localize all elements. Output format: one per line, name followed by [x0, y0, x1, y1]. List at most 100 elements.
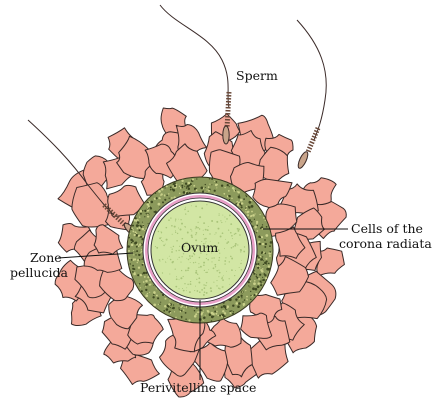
- zona-speck: [148, 291, 151, 293]
- zona-speck: [136, 259, 140, 262]
- zona-speck: [139, 287, 142, 289]
- label-ovum: Ovum: [181, 240, 218, 255]
- zona-speck: [260, 284, 263, 287]
- zona-speck: [246, 211, 249, 214]
- ovum-speck: [231, 257, 234, 260]
- ovum-speck: [234, 275, 236, 277]
- ovum-speck: [195, 239, 198, 242]
- ovum-speck: [205, 291, 208, 294]
- zona-speck: [248, 206, 251, 209]
- ovum-speck: [191, 230, 193, 232]
- zona-speck: [142, 281, 145, 283]
- ovum-speck: [212, 267, 215, 270]
- ovum-speck: [205, 237, 207, 240]
- ovum-speck: [171, 225, 173, 227]
- zona-speck: [262, 278, 265, 282]
- zona-speck: [181, 179, 184, 183]
- zona-speck: [160, 194, 162, 196]
- ovum-speck: [172, 245, 175, 248]
- ovum-speck: [216, 285, 218, 287]
- zona-speck: [137, 245, 140, 248]
- ovum-speck: [187, 210, 189, 212]
- zona-speck: [159, 303, 161, 305]
- ovum-speck: [192, 262, 195, 264]
- ovum-speck: [196, 290, 199, 292]
- zona-speck: [138, 253, 141, 257]
- ovum-speck: [203, 261, 206, 264]
- ovum-speck: [180, 277, 183, 280]
- ovum-speck: [231, 269, 233, 271]
- ovum-speck: [176, 232, 179, 235]
- zona-speck: [241, 297, 243, 299]
- zona-speck: [133, 272, 136, 276]
- ovum-speck: [228, 261, 231, 263]
- zona-speck: [158, 190, 161, 193]
- zona-speck: [252, 214, 255, 217]
- ovum-speck: [243, 250, 246, 253]
- zona-speck: [195, 189, 198, 192]
- ovum-speck: [213, 281, 215, 283]
- zona-speck: [250, 298, 252, 300]
- ovum-speck: [174, 268, 176, 270]
- zona-speck: [182, 191, 186, 194]
- zona-speck: [245, 195, 248, 198]
- ovum-speck: [233, 233, 236, 235]
- zona-speck: [228, 186, 230, 188]
- zona-speck: [181, 186, 184, 189]
- ovum-speck: [181, 256, 183, 258]
- zona-speck: [196, 307, 198, 310]
- ovum-speck: [216, 245, 218, 248]
- zona-speck: [265, 263, 268, 265]
- ovum-speck: [225, 270, 227, 272]
- zona-speck: [203, 316, 206, 320]
- zona-speck: [133, 219, 137, 222]
- zona-speck: [256, 224, 259, 227]
- zona-speck: [173, 184, 177, 188]
- ovum-speck: [207, 225, 209, 228]
- zona-speck: [255, 275, 258, 278]
- ovum-speck: [240, 262, 242, 265]
- zona-speck: [245, 289, 247, 292]
- ovum-speck: [171, 233, 173, 235]
- corona-cell: [120, 354, 160, 385]
- zona-speck: [223, 192, 226, 195]
- zona-speck: [196, 178, 198, 180]
- zona-speck: [200, 186, 204, 190]
- zona-speck: [181, 317, 183, 319]
- zona-speck: [269, 241, 273, 244]
- zona-speck: [166, 305, 170, 308]
- zona-speck: [145, 279, 148, 283]
- zona-speck: [242, 302, 246, 306]
- zona-speck: [202, 311, 204, 313]
- zona-speck: [168, 303, 171, 306]
- ovum-speck: [198, 291, 201, 294]
- zona-speck: [140, 251, 142, 253]
- zona-speck: [241, 291, 244, 293]
- corona-cell: [99, 266, 135, 302]
- ovum-speck: [190, 228, 192, 231]
- ovum-speck: [184, 241, 187, 244]
- ovum-speck: [218, 257, 221, 259]
- zona-speck: [196, 311, 199, 313]
- ovum-speck: [230, 231, 232, 234]
- ovum-speck: [201, 207, 204, 210]
- zona-speck: [129, 233, 131, 235]
- ovum-speck: [184, 226, 186, 228]
- zona-speck: [261, 236, 264, 239]
- zona-speck: [164, 304, 167, 308]
- label-perivitelline-space: Perivitelline space: [140, 380, 256, 395]
- zona-speck: [207, 189, 211, 192]
- ovum-speck: [179, 228, 182, 231]
- ovum-speck: [186, 287, 188, 289]
- zona-speck: [160, 188, 164, 191]
- zona-speck: [133, 268, 136, 271]
- zona-speck: [157, 297, 160, 300]
- ovum-speck: [192, 252, 195, 255]
- ovum-speck: [212, 245, 214, 247]
- ovum-speck: [217, 227, 220, 230]
- zona-speck: [269, 251, 272, 253]
- zona-speck: [259, 280, 262, 283]
- ovum-speck: [191, 205, 192, 207]
- ovum-speck: [181, 287, 184, 290]
- zona-speck: [135, 220, 138, 222]
